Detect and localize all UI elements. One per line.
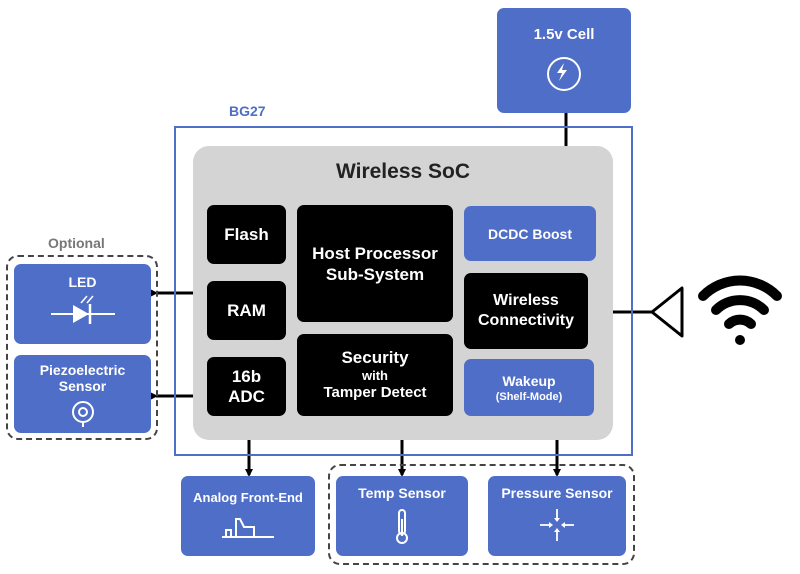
piezo-label-line1: Piezoelectric (39, 362, 126, 378)
host-label-line1: Host Processor (312, 243, 438, 263)
temp-label: Temp Sensor (358, 485, 446, 501)
security-block: Security with Tamper Detect (297, 334, 453, 416)
led-block: LED (14, 264, 151, 344)
wifi-icon (698, 275, 782, 345)
analog-wave-icon (222, 518, 274, 538)
dcdc-label: DCDC Boost (488, 225, 572, 242)
led-diode-icon (50, 295, 115, 324)
flash-block: Flash (207, 205, 286, 264)
host-label-line2: Sub-System (325, 264, 425, 284)
wireless-label-line2: Connectivity (477, 312, 574, 329)
wireless-label-line1: Wireless (493, 292, 559, 309)
temp-sensor-block: Temp Sensor (336, 476, 468, 556)
battery-cell-block: 1.5v Cell (497, 8, 631, 113)
pressure-sensor-block: Pressure Sensor (488, 476, 626, 556)
security-label-line3: Tamper Detect (323, 384, 427, 401)
wireless-connectivity-block: Wireless Connectivity (464, 273, 588, 349)
dcdc-boost-block: DCDC Boost (464, 206, 596, 261)
optional-group-box (6, 255, 158, 440)
bg27-outline (174, 126, 633, 456)
security-label-line2: with (362, 368, 388, 383)
wakeup-label-line2: (Shelf-Mode) (495, 390, 563, 403)
ram-block: RAM (207, 281, 286, 340)
adc-block: 16b ADC (207, 357, 286, 416)
soc-title: Wireless SoC (335, 160, 471, 183)
led-label: LED (68, 274, 97, 290)
wakeup-block: Wakeup (Shelf-Mode) (464, 359, 594, 416)
ram-label: RAM (227, 300, 266, 320)
battery-cell-label: 1.5v Cell (533, 26, 595, 43)
analog-front-end-block: Analog Front-End (181, 476, 315, 556)
piezo-icon (71, 401, 94, 427)
afe-label: Analog Front-End (193, 490, 303, 505)
host-processor-block: Host Processor Sub-System (297, 205, 453, 322)
security-label-line1: Security (341, 348, 409, 367)
optional-label: Optional (48, 235, 105, 251)
piezo-sensor-block: Piezoelectric Sensor (14, 355, 151, 433)
bolt-icon (547, 57, 581, 91)
sensor-group-box (328, 464, 635, 565)
bg27-label: BG27 (229, 103, 266, 119)
thermometer-icon (396, 509, 408, 544)
pressure-arrows-icon (540, 509, 574, 541)
flash-label: Flash (224, 224, 269, 244)
adc-label-line1: 16b (231, 366, 262, 386)
wakeup-label-line1: Wakeup (502, 372, 556, 389)
pressure-label: Pressure Sensor (501, 485, 613, 501)
piezo-label-line2: Sensor (58, 378, 107, 394)
adc-label-line2: ADC (228, 386, 265, 406)
